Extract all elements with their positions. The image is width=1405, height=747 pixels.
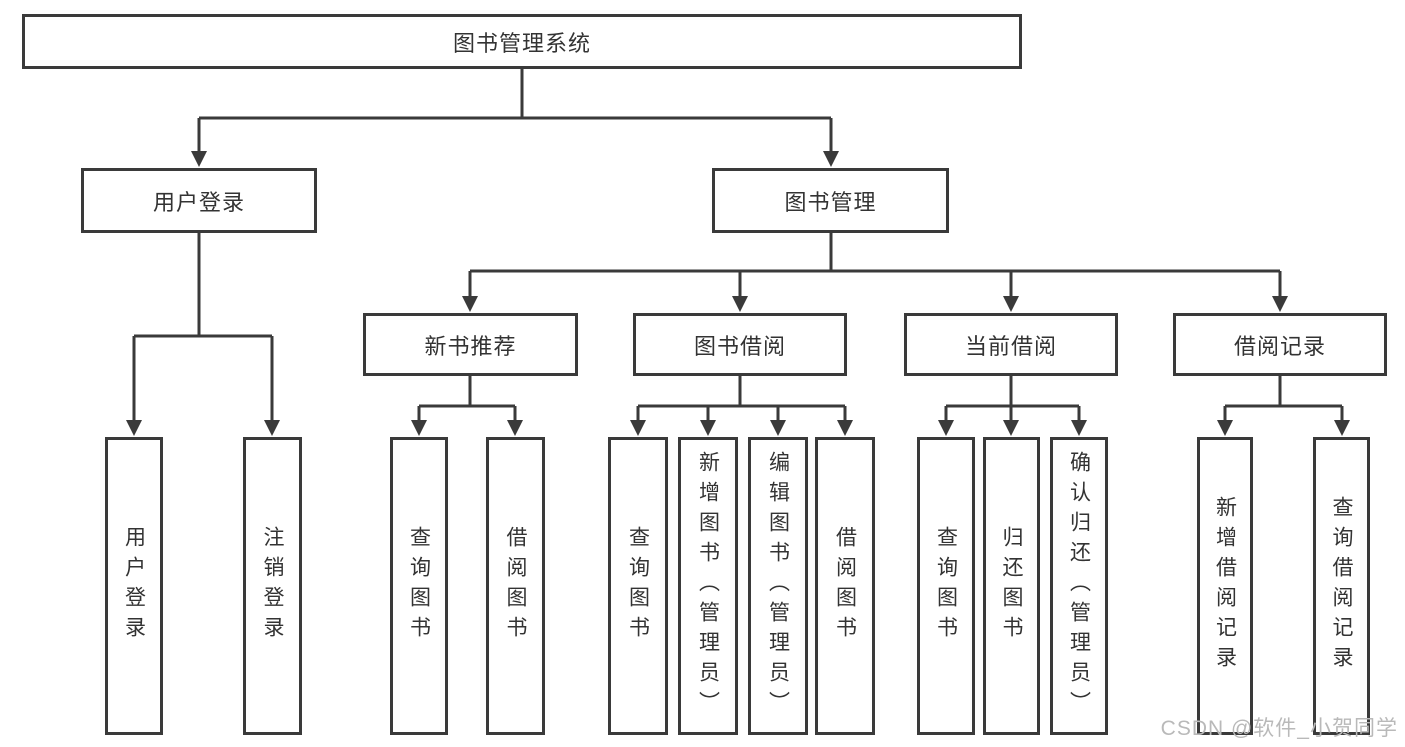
leaf-label: 查询图书	[626, 526, 650, 646]
leaf-label: 用户登录	[122, 526, 146, 646]
watermark: CSDN @软件_小贺同学	[1160, 717, 1398, 740]
node-borrow-record: 借阅记录	[1173, 313, 1387, 376]
leaf-label: 新增图书（管理员）	[696, 451, 720, 721]
leaf-label: 归还图书	[1000, 526, 1023, 646]
connector-path	[132, 69, 1344, 421]
node-leaf-return-book: 归还图书	[983, 437, 1040, 735]
leaf-label: 查询图书	[934, 526, 958, 646]
node-root: 图书管理系统	[22, 14, 1022, 69]
leaf-label: 查询借阅记录	[1330, 496, 1353, 676]
node-leaf-borrow-book: 借阅图书	[815, 437, 875, 735]
node-leaf-logout: 注销登录	[243, 437, 302, 735]
node-book-borrow: 图书借阅	[633, 313, 847, 376]
node-book-management: 图书管理	[712, 168, 949, 233]
leaf-label: 新增借阅记录	[1213, 496, 1237, 676]
node-leaf-query-borrow-record: 查询借阅记录	[1313, 437, 1370, 735]
leaf-label: 借阅图书	[504, 526, 527, 646]
node-leaf-current-query-book: 查询图书	[917, 437, 975, 735]
node-leaf-recommend-borrow-book: 借阅图书	[486, 437, 545, 735]
node-new-book-recommend: 新书推荐	[363, 313, 578, 376]
leaf-label: 编辑图书（管理员）	[766, 451, 790, 721]
node-leaf-add-book-admin: 新增图书（管理员）	[678, 437, 738, 735]
node-leaf-borrow-query-book: 查询图书	[608, 437, 668, 735]
leaf-label: 借阅图书	[833, 526, 857, 646]
node-leaf-user-login: 用户登录	[105, 437, 163, 735]
leaf-label: 查询图书	[407, 526, 431, 646]
node-current-borrow: 当前借阅	[904, 313, 1118, 376]
node-leaf-add-borrow-record: 新增借阅记录	[1197, 437, 1253, 735]
node-leaf-recommend-query-book: 查询图书	[390, 437, 448, 735]
leaf-label: 注销登录	[261, 526, 284, 646]
node-user-login: 用户登录	[81, 168, 317, 233]
arrowheads	[126, 151, 1350, 436]
node-leaf-edit-book-admin: 编辑图书（管理员）	[748, 437, 808, 735]
leaf-label: 确认归还（管理员）	[1067, 451, 1091, 721]
node-leaf-confirm-return-admin: 确认归还（管理员）	[1050, 437, 1108, 735]
